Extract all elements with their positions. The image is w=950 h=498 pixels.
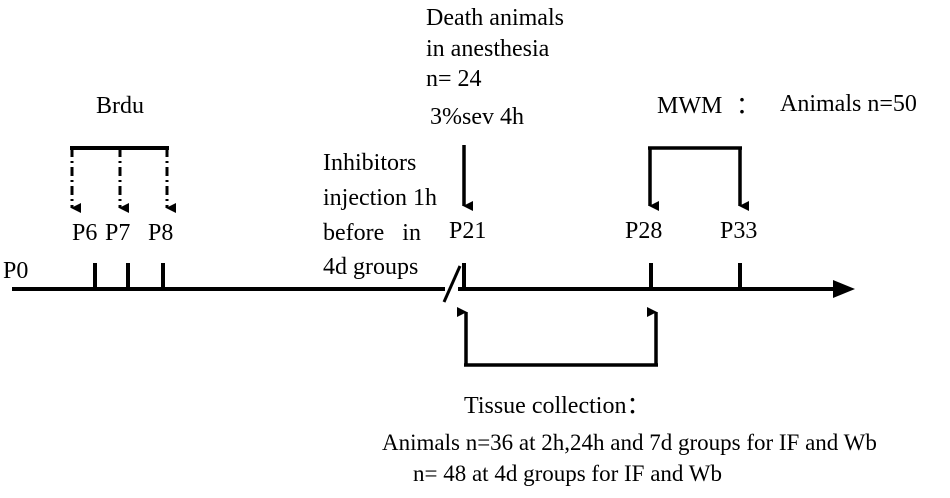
label-p21: P21: [449, 218, 486, 244]
timeline-break-mark: [442, 265, 462, 303]
inhibitors-annotation: Inhibitors injection 1h before in 4d gro…: [323, 150, 437, 280]
mwm-label: MWM: [657, 93, 722, 119]
mwm-bracket: MWM ： Animals n=50: [648, 91, 917, 211]
label-p6: P6: [72, 220, 97, 246]
label-p28: P28: [625, 218, 662, 244]
brdu-bracket: Brdu: [70, 93, 176, 213]
label-p0: P0: [3, 258, 28, 284]
anesthesia-line-3: n= 24: [426, 66, 482, 92]
timeline-arrowhead: [833, 280, 855, 298]
inhibitors-line-2: injection 1h: [323, 185, 437, 211]
label-p8: P8: [148, 220, 173, 246]
tissue-line-1: Tissue collection：: [464, 393, 650, 419]
inhibitors-line-4: 4d groups: [323, 254, 418, 280]
inhibitors-line-1: Inhibitors: [323, 150, 416, 176]
tissue-line-3: n= 48 at 4d groups for IF and Wb: [413, 461, 722, 486]
tissue-bracket: Tissue collection： Animals n=36 at 2h,24…: [382, 307, 877, 486]
tissue-line-2: Animals n=36 at 2h,24h and 7d groups for…: [382, 430, 877, 455]
mwm-separator: ：: [736, 93, 760, 119]
main-timeline: [12, 265, 855, 303]
label-p7: P7: [105, 220, 130, 246]
mwm-animals: Animals n=50: [780, 91, 917, 117]
timeline-ticks: [93, 263, 742, 289]
anesthesia-line-4: 3%sev 4h: [430, 104, 524, 130]
label-p33: P33: [720, 218, 757, 244]
timeline-labels: P0 P6 P7 P8 P21 P28 P33: [3, 218, 757, 284]
inhibitors-line-3: before in: [323, 220, 421, 246]
anesthesia-annotation: Death animals in anesthesia n= 24 3%sev …: [426, 5, 564, 211]
anesthesia-line-2: in anesthesia: [426, 36, 550, 62]
brdu-label: Brdu: [96, 93, 144, 119]
anesthesia-line-1: Death animals: [426, 5, 564, 31]
